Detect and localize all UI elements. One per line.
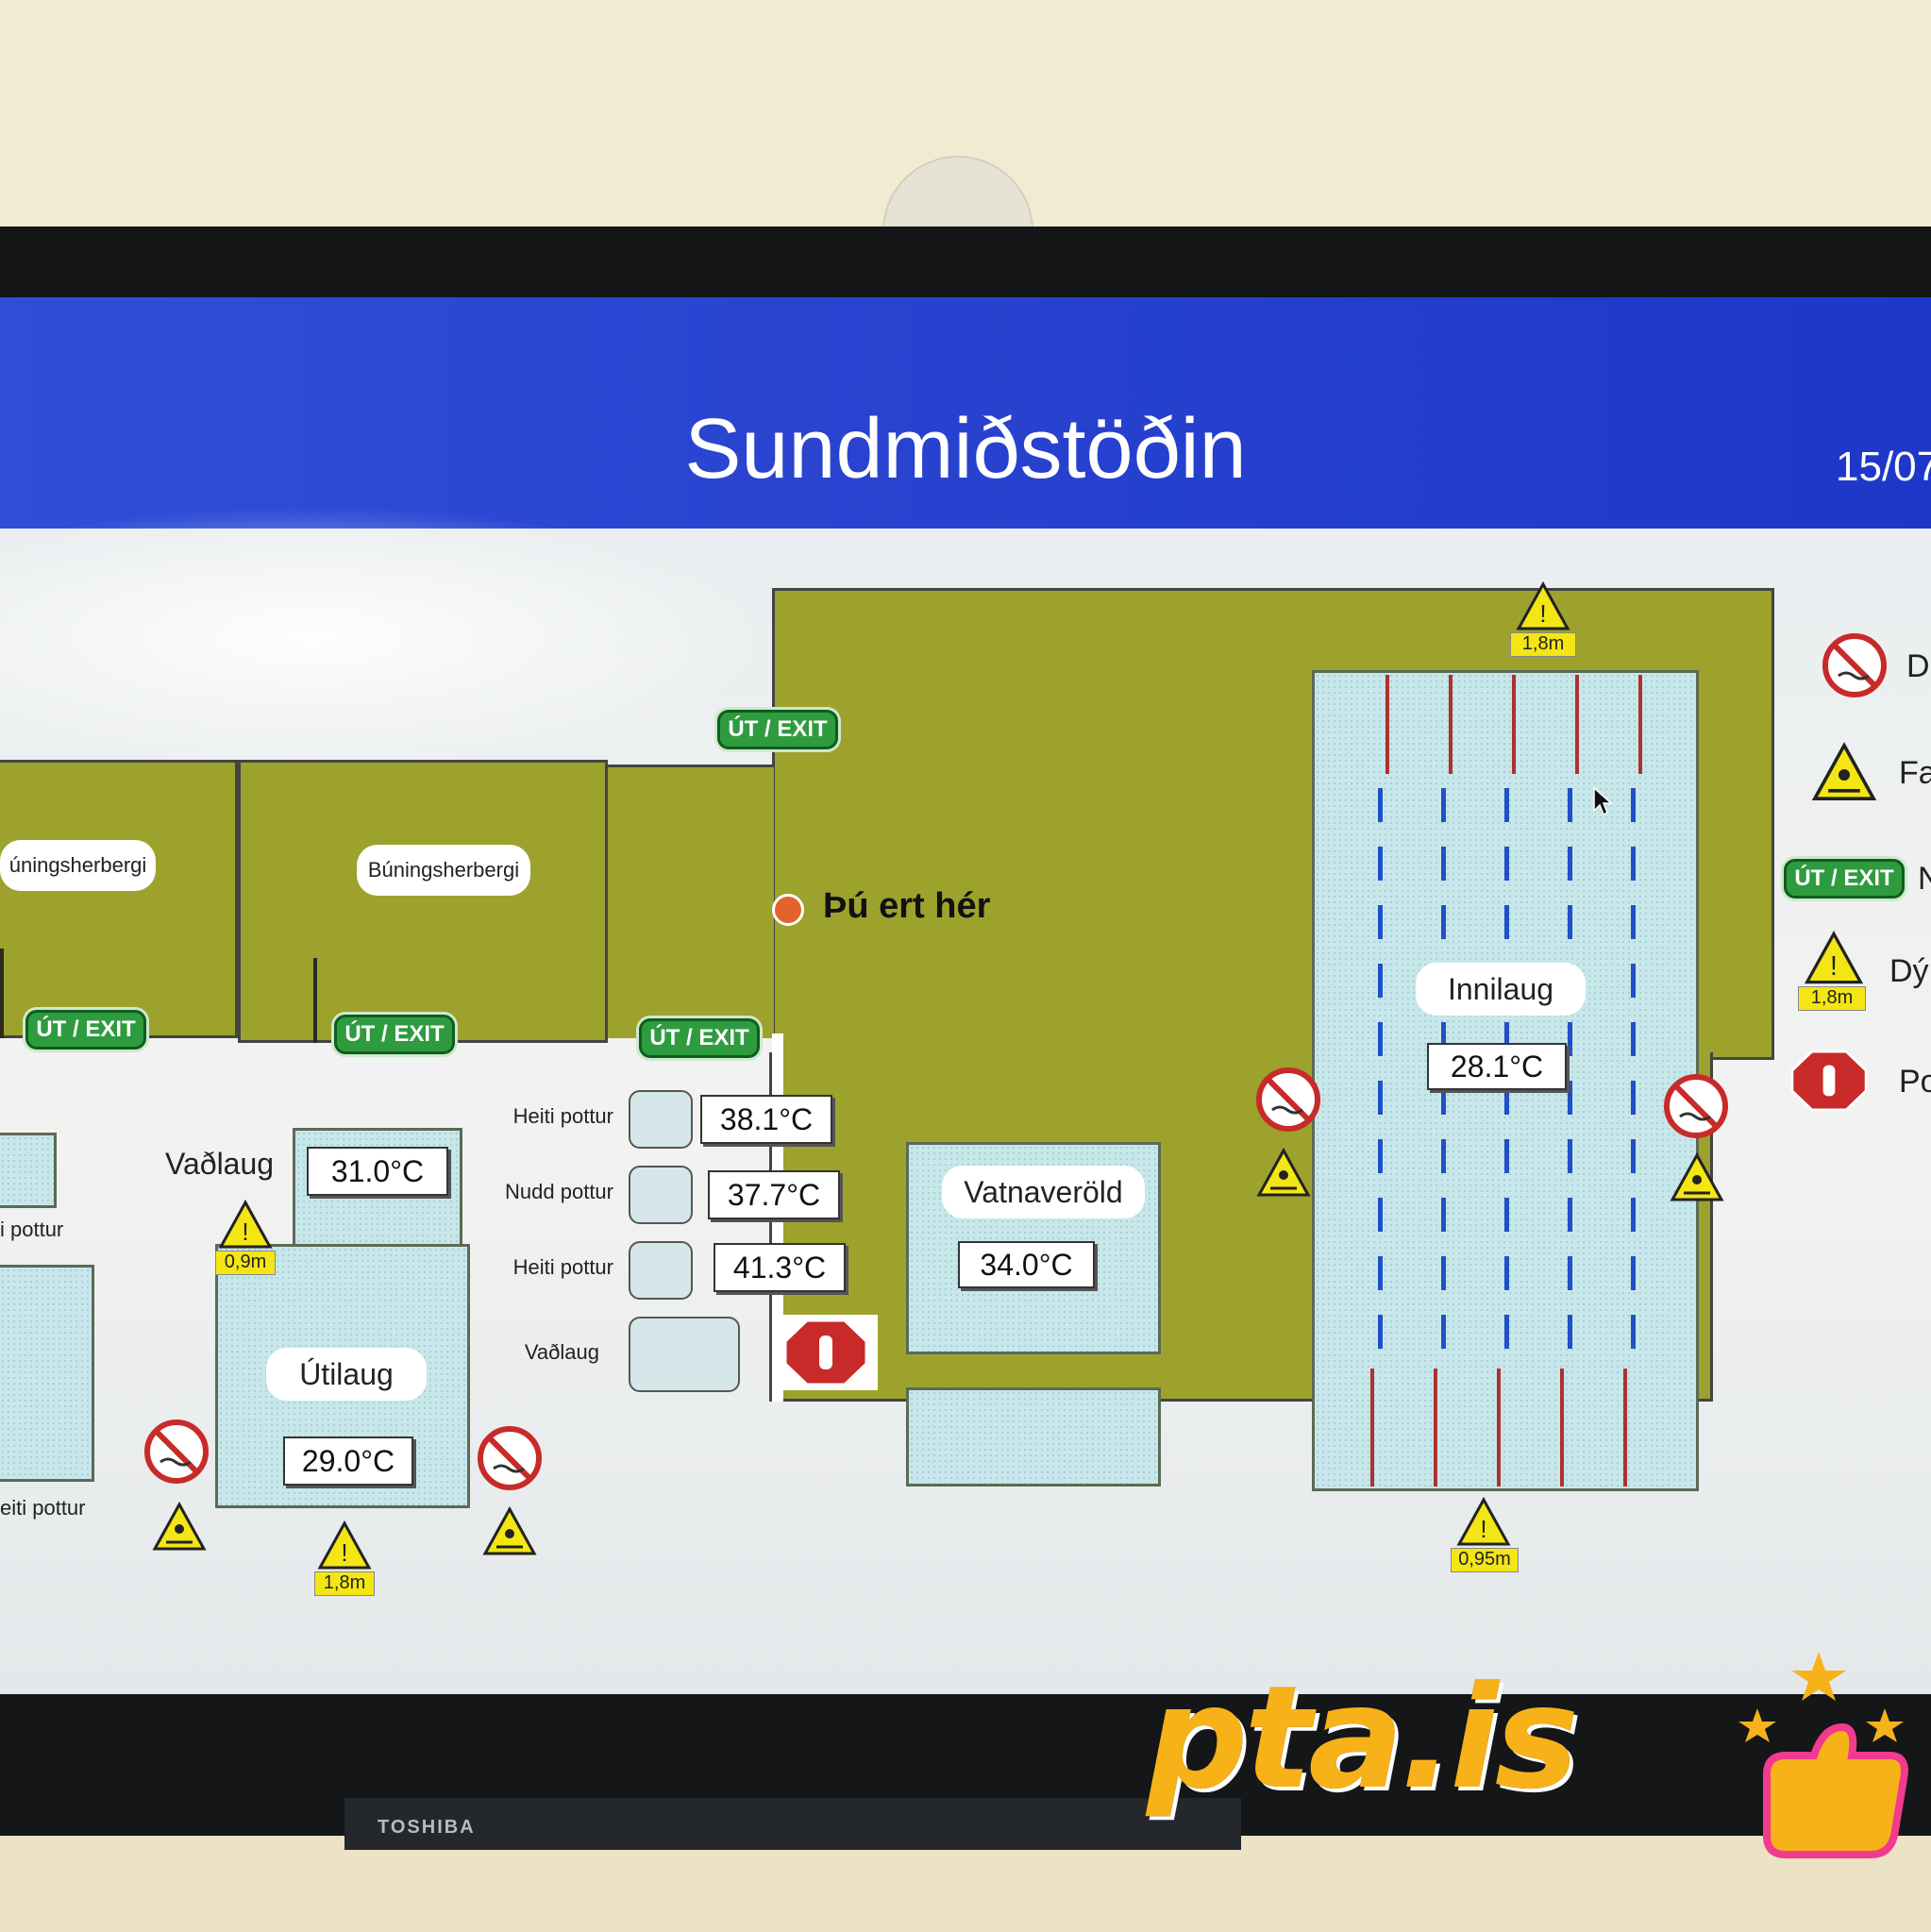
water-world-label: Vatnaveröld: [942, 1166, 1145, 1218]
depth-warning-icon: !: [1455, 1496, 1512, 1553]
hot-tub-2-temp: 37.7°C: [708, 1170, 840, 1219]
watermark-text: pta.is: [1147, 1656, 1579, 1821]
corridor-floor: [604, 764, 774, 1038]
exit-sign-corridor: ÚT / EXIT: [639, 1018, 760, 1058]
outdoor-pool-temp: 29.0°C: [283, 1436, 413, 1486]
wading-pool-temp: 31.0°C: [307, 1147, 448, 1196]
svg-text:!: !: [1830, 951, 1838, 982]
left-hot-tub-upper: [0, 1133, 57, 1208]
slippery-warning-icon: [1669, 1151, 1725, 1208]
changing-room-2-label: Búningsherbergi: [357, 845, 530, 896]
indoor-pool-label: Innilaug: [1416, 963, 1586, 1016]
changing-room-2: [238, 760, 608, 1043]
hot-tub-2-label: Nudd pottur: [505, 1180, 613, 1203]
no-diving-icon: [143, 1419, 210, 1489]
changing-room-1-label: úningsherbergi: [0, 840, 156, 891]
exit-sign-room-2: ÚT / EXIT: [334, 1015, 455, 1054]
hot-tub-1: [629, 1090, 693, 1149]
exit-sign-room-1: ÚT / EXIT: [25, 1010, 146, 1050]
slippery-warning-icon: [1255, 1147, 1312, 1203]
watermark-logo: pta.is: [1147, 1656, 1579, 1821]
svg-text:!: !: [341, 1538, 347, 1567]
tv-screen: Sundmiðstöðin 15/07 úningsherbergi Búnin…: [0, 297, 1931, 1694]
you-are-here-label: Þú ert hér: [823, 886, 991, 926]
depth-warning-icon: !: [1515, 580, 1571, 637]
indoor-depth-bottom: 0,95m: [1451, 1548, 1519, 1572]
left-hot-tub-upper-label: i pottur: [0, 1218, 64, 1241]
outdoor-pool-depth: 1,8m: [314, 1571, 375, 1596]
hot-tub-1-label: Heiti pottur: [512, 1104, 613, 1128]
slippery-warning-icon: [151, 1501, 208, 1557]
header-bar: [0, 297, 1931, 529]
slippery-warning-icon: [1810, 741, 1878, 808]
water-world-temp: 34.0°C: [958, 1241, 1095, 1288]
hot-tub-1-temp: 38.1°C: [700, 1095, 832, 1144]
legend-stop-text: Po: [1899, 1064, 1931, 1100]
tv-bezel-top: [0, 227, 1931, 297]
exit-sign-top: ÚT / EXIT: [717, 710, 838, 749]
legend-depth-text: Dý: [1889, 953, 1929, 989]
exit-sign-icon: ÚT / EXIT: [1784, 859, 1905, 899]
legend-depth-value: 1,8m: [1798, 986, 1866, 1011]
left-hot-tub-lower: [0, 1265, 94, 1482]
wading-pool-label: Vaðlaug: [165, 1147, 275, 1181]
legend-slippery-text: Fa: [1899, 755, 1931, 791]
legend-no-diving-text: D: [1906, 648, 1930, 684]
wading-tub: [629, 1317, 740, 1392]
hot-tub-3: [629, 1241, 693, 1300]
screen-glare: [0, 505, 774, 769]
depth-warning-icon: !: [1803, 930, 1865, 991]
outdoor-pool-label: Útilaug: [266, 1348, 427, 1401]
indoor-depth-top: 1,8m: [1510, 632, 1576, 657]
no-diving-icon: [1663, 1073, 1729, 1144]
stop-hand-icon: [774, 1315, 878, 1395]
wading-pool-depth: 0,9m: [215, 1251, 276, 1275]
thumbs-up-icon: [1729, 1642, 1913, 1864]
left-hot-tub-lower-label: eiti pottur: [0, 1496, 86, 1520]
depth-warning-icon: !: [316, 1520, 373, 1576]
changing-room-1: [0, 760, 238, 1038]
tv-brand-logo: TOSHIBA: [378, 1817, 476, 1838]
slippery-warning-icon: [481, 1505, 538, 1562]
no-diving-icon: [477, 1425, 543, 1496]
svg-text:!: !: [1480, 1515, 1486, 1543]
svg-text:!: !: [242, 1218, 248, 1246]
svg-text:!: !: [1539, 599, 1546, 628]
stop-hand-icon: [1782, 1043, 1876, 1123]
wading-tub-label: Vaðlaug: [524, 1340, 599, 1364]
legend-exit-text: N: [1918, 861, 1931, 897]
hot-tub-3-label: Heiti pottur: [512, 1255, 613, 1279]
page-title: Sundmiðstöðin: [684, 402, 1247, 496]
hot-tub-2: [629, 1166, 693, 1224]
hot-tub-3-temp: 41.3°C: [714, 1243, 846, 1292]
no-diving-icon: [1822, 632, 1888, 703]
indoor-pool-temp: 28.1°C: [1427, 1043, 1567, 1090]
date-display: 15/07: [1836, 444, 1931, 490]
no-diving-icon: [1255, 1067, 1321, 1137]
you-are-here-marker: [772, 894, 804, 926]
depth-warning-icon: !: [217, 1199, 274, 1255]
mouse-pointer-icon: [1592, 786, 1613, 821]
water-world-lower-pool: [906, 1387, 1161, 1487]
tv-stand: [344, 1798, 1241, 1850]
